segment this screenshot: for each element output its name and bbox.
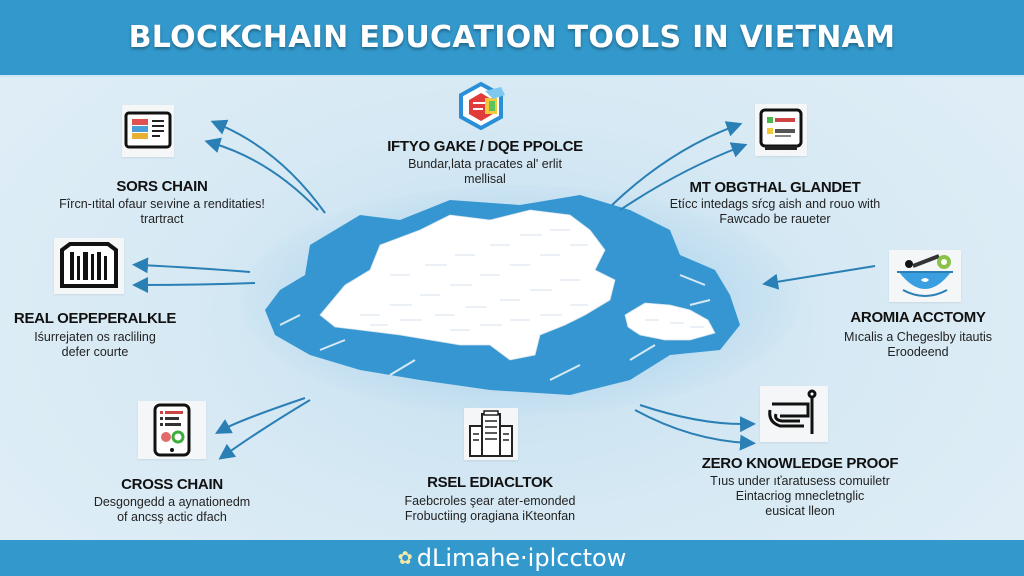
node-desc-middle-left: Iśurrejaten os racliling defer courte xyxy=(34,330,156,359)
footer-text: dLimahe·iplcctow xyxy=(416,544,627,572)
node-title-bottom-center: RSEL EDIACLTOK xyxy=(427,474,553,491)
node-title-top-center: IFTYO GAKE / DQE PPOLCE xyxy=(387,138,583,155)
node-desc-bottom-left: Desgongedd a aynationedm of ancsş actic … xyxy=(93,495,251,524)
monitor-checklist-icon xyxy=(755,104,807,156)
header-banner: BLOCKCHAIN EDUCATION TOOLS IN VIETNAM xyxy=(0,0,1024,77)
node-title-middle-left: REAL OEPEPERALKLE xyxy=(13,310,177,327)
office-buildings-icon xyxy=(464,408,518,460)
node-title-middle-right: AROMIA ACCTOMY xyxy=(850,309,986,326)
node-desc-top-right: Etícc intedags sŕcg aish and rouo with F… xyxy=(669,197,881,226)
hexagon-cube-logo-icon xyxy=(455,81,507,131)
pipe-hand-icon xyxy=(760,386,828,442)
node-desc-top-left: Fîrcn-ıtital ofaur seıvine a renditaties… xyxy=(59,197,265,226)
page-title: BLOCKCHAIN EDUCATION TOOLS IN VIETNAM xyxy=(128,20,896,55)
vietnam-blockchain-map xyxy=(240,175,800,415)
node-desc-bottom-right: Tıus under ıťaratusess comuiletr Eintacr… xyxy=(710,474,890,518)
flower-logo-icon: ✿ xyxy=(397,547,413,569)
node-desc-middle-right: Mıcalis a Chegeslby itautis Eroodeend xyxy=(844,330,992,359)
node-title-top-left: SORS CHAIN xyxy=(116,178,208,195)
tablet-chart-icon xyxy=(138,401,206,459)
node-title-top-right: MT OBGTHAL GLANDET xyxy=(689,179,861,196)
footer-banner: ✿ dLimahe·iplcctow xyxy=(0,540,1024,576)
cube-map-icon xyxy=(265,195,740,395)
node-title-bottom-right: ZERO KNOWLEDGE PROOF xyxy=(701,455,899,472)
bowl-gear-icon xyxy=(889,250,961,302)
node-desc-bottom-center: Faebcroles şear ater-emonded Frobuctiing… xyxy=(404,494,576,523)
node-desc-top-center: Bundar,lata pracates al' erlit mellisal xyxy=(408,157,562,186)
node-title-bottom-left: CROSS CHAIN xyxy=(121,476,223,493)
barcode-gate-icon xyxy=(54,238,124,294)
tablet-dashboard-icon xyxy=(122,105,174,157)
